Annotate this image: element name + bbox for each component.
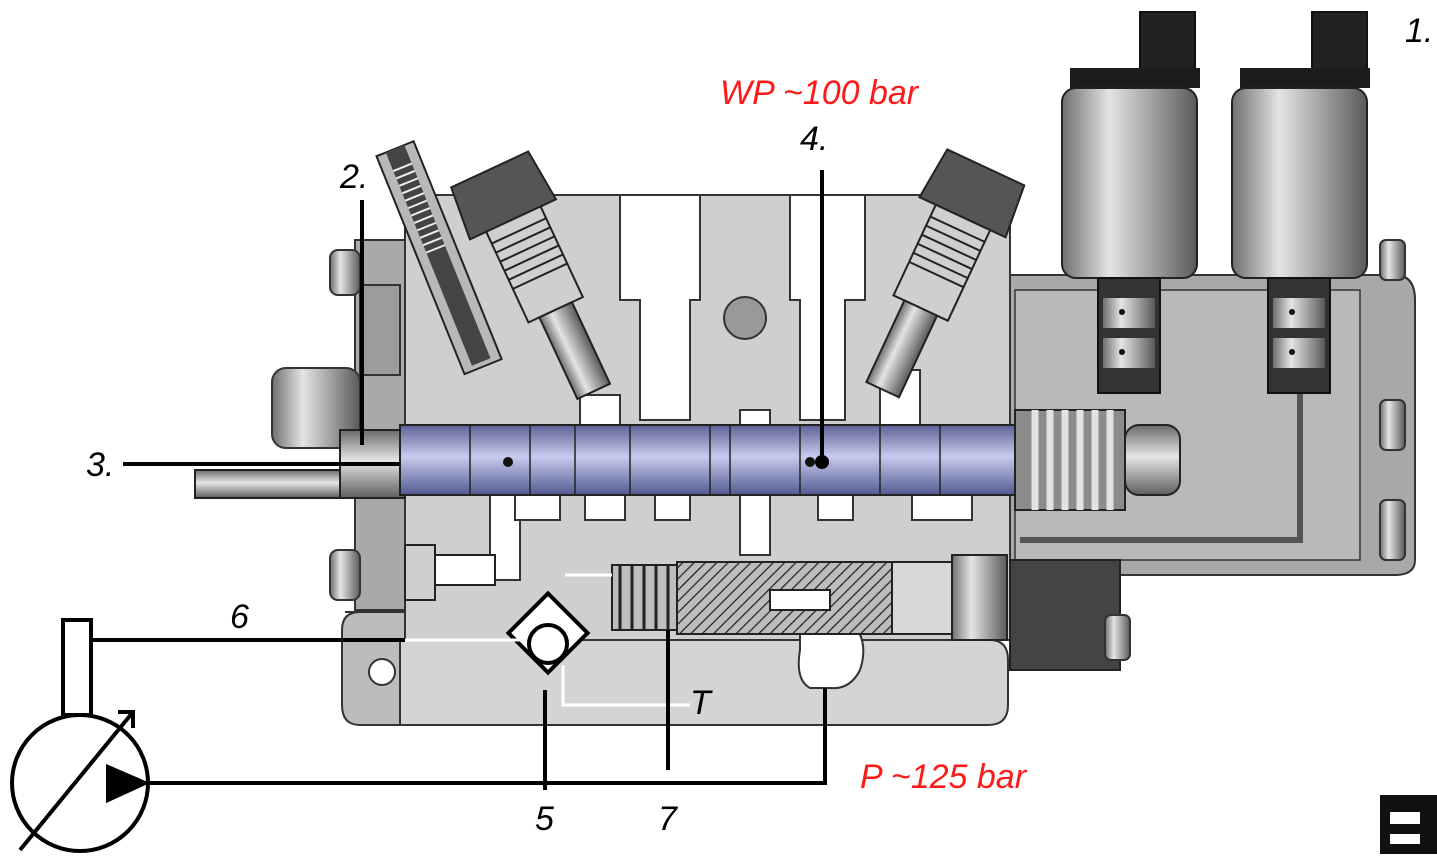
company-logo: [1380, 795, 1437, 854]
label-t: T: [690, 684, 711, 722]
pilot-cartridge-left: [449, 150, 612, 401]
pilot-cartridge-right: [865, 148, 1026, 399]
pump-symbol: [10, 618, 150, 853]
solenoid-1b: [1231, 11, 1370, 394]
left-side-cover: [271, 239, 406, 611]
solenoid-1a: [1061, 11, 1200, 394]
label-5: 5: [535, 800, 554, 838]
cartridge-2: [375, 139, 503, 376]
label-4: 4.: [800, 120, 829, 158]
check-valve: [505, 590, 591, 676]
label-3: 3.: [86, 446, 115, 484]
spool-spring: [1014, 409, 1181, 511]
label-7: 7: [658, 800, 677, 838]
label-1: 1.: [1405, 12, 1434, 50]
label-2: 2.: [340, 158, 369, 196]
pressure-compensator: [404, 544, 1008, 641]
internal-lines: [405, 573, 690, 707]
label-wp-pressure: WP ~100 bar: [720, 74, 919, 112]
main-spool: [194, 424, 1021, 499]
label-p-pressure: P ~125 bar: [860, 758, 1027, 796]
label-6: 6: [230, 598, 249, 636]
schematic-lines: [91, 170, 829, 790]
